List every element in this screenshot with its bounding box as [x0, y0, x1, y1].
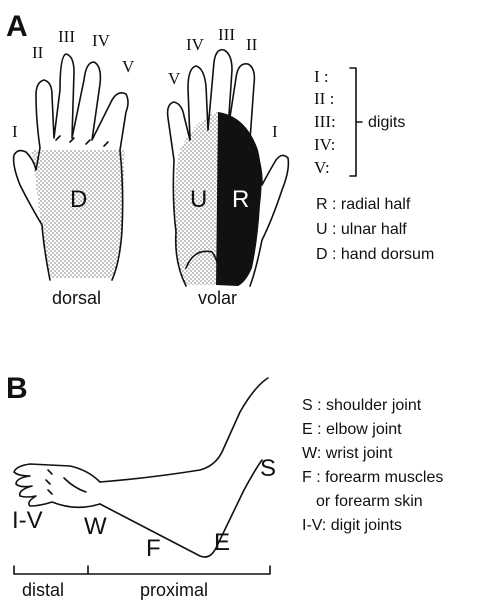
arm-hand-knuckles: [46, 470, 86, 494]
legend-ulnar-half: U : ulnar half: [316, 221, 407, 238]
elbow-arm-label: E: [214, 529, 230, 556]
volar-digit-label-1: I: [272, 122, 278, 141]
legend-forearm-skin: or forearm skin: [316, 493, 423, 510]
panel-a-label: A: [6, 10, 28, 43]
volar-caption: volar: [198, 288, 237, 308]
dorsum-region-label: D: [70, 186, 87, 213]
legend-numeral-3: III:: [314, 112, 336, 131]
dorsal-caption: dorsal: [52, 288, 101, 308]
legend-wrist-joint: W: wrist joint: [302, 445, 393, 462]
scale-bar: [14, 566, 270, 574]
legend-numeral-2: II :: [314, 89, 334, 108]
legend-numeral-1: I :: [314, 67, 329, 86]
legend-shoulder-joint: S : shoulder joint: [302, 397, 422, 414]
legend-digits-label: digits: [368, 114, 405, 131]
volar-digit-label-3: III: [218, 25, 235, 44]
digits-bracket: [350, 68, 362, 176]
panel-b-legend: S : shoulder joint E : elbow joint W: wr…: [302, 397, 443, 534]
legend-numeral-5: V:: [314, 158, 330, 177]
volar-digit-label-5: V: [168, 69, 181, 88]
panel-b-label: B: [6, 372, 28, 405]
legend-elbow-joint: E : elbow joint: [302, 421, 402, 438]
legend-digit-joints: I-V: digit joints: [302, 517, 402, 534]
shoulder-arm-label: S: [260, 455, 276, 482]
distal-label: distal: [22, 580, 64, 600]
panel-a-legend: I : II : III: IV: V: digits R : radial h…: [314, 67, 434, 263]
legend-hand-dorsum: D : hand dorsum: [316, 246, 434, 263]
dorsal-hand: I II III IV V D dorsal: [12, 27, 135, 308]
arm-upper-outline: [100, 378, 268, 482]
legend-numeral-4: IV:: [314, 135, 335, 154]
dorsal-finger-creases: [56, 136, 108, 146]
dorsal-digit-label-5: V: [122, 57, 135, 76]
forearm-arm-label: F: [146, 535, 161, 562]
volar-digit-label-2: II: [246, 35, 258, 54]
ulnar-region-label: U: [190, 186, 207, 213]
radial-region-label: R: [232, 186, 249, 213]
dorsal-digit-label-1: I: [12, 122, 18, 141]
dorsal-digit-label-3: III: [58, 27, 75, 46]
digits-arm-label: I-V: [12, 507, 43, 534]
arm-drawing: I-V W F E S: [12, 378, 276, 562]
volar-hand: V IV III II I U R volar: [168, 25, 289, 308]
arm-hand: [14, 464, 100, 507]
legend-forearm-muscles: F : forearm muscles: [302, 469, 443, 486]
wrist-arm-label: W: [84, 513, 107, 540]
arm-lower-outline: [100, 460, 262, 557]
legend-radial-half: R : radial half: [316, 196, 411, 213]
distal-proximal-scale: distal proximal: [14, 566, 270, 600]
volar-digit-label-4: IV: [186, 35, 205, 54]
dorsal-digit-label-4: IV: [92, 31, 111, 50]
proximal-label: proximal: [140, 580, 208, 600]
dorsal-digit-label-2: II: [32, 43, 44, 62]
